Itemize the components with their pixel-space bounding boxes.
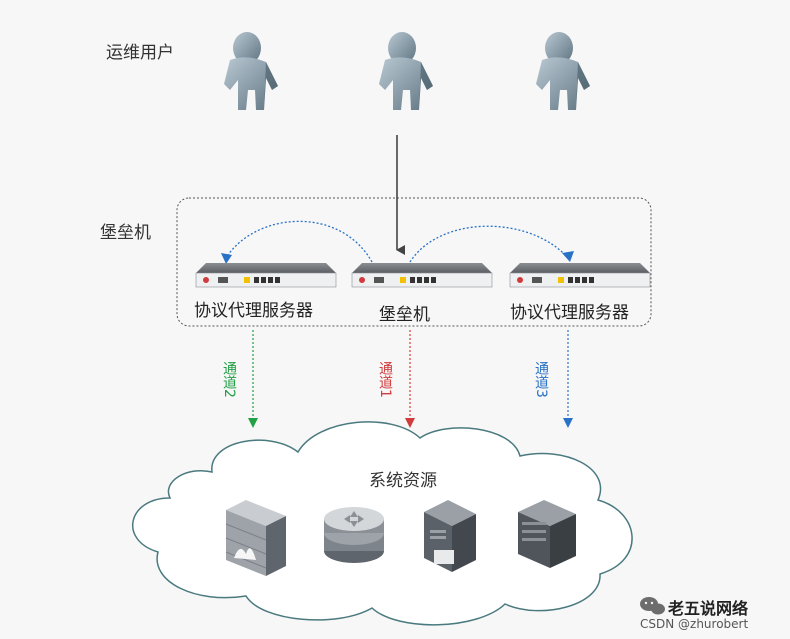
proxy-server-left-label: 协议代理服务器: [194, 301, 313, 321]
user-icon: [379, 32, 433, 110]
forward-arrow-right: [409, 225, 569, 263]
channel-2-label: 通道2: [221, 361, 237, 398]
channel-3-label: 通道3: [533, 361, 549, 398]
forward-arrow-left: [225, 220, 373, 263]
user-icon: [224, 32, 278, 110]
bastion-group-label: 堡垒机: [100, 223, 151, 243]
user-icon: [536, 32, 590, 110]
users-label: 运维用户: [106, 43, 174, 63]
watermark-account: 老五说网络: [668, 599, 749, 618]
proxy-server-icon: [195, 263, 337, 288]
watermark-source: CSDN @zhurobert: [640, 617, 749, 631]
bastion-host-icon: [351, 263, 493, 288]
server-icon: [518, 500, 576, 568]
bastion-group-frame: [176, 197, 652, 327]
channel-1-label: 通道1: [377, 361, 393, 398]
bastion-device-label: 堡垒机: [379, 305, 430, 325]
system-resources-label: 系统资源: [369, 471, 437, 491]
wechat-icon: [640, 597, 665, 615]
proxy-server-right-label: 协议代理服务器: [510, 303, 629, 323]
proxy-server-icon: [509, 263, 651, 288]
server-tower-icon: [424, 500, 476, 572]
firewall-icon: [225, 500, 286, 576]
router-icon: [324, 507, 384, 563]
